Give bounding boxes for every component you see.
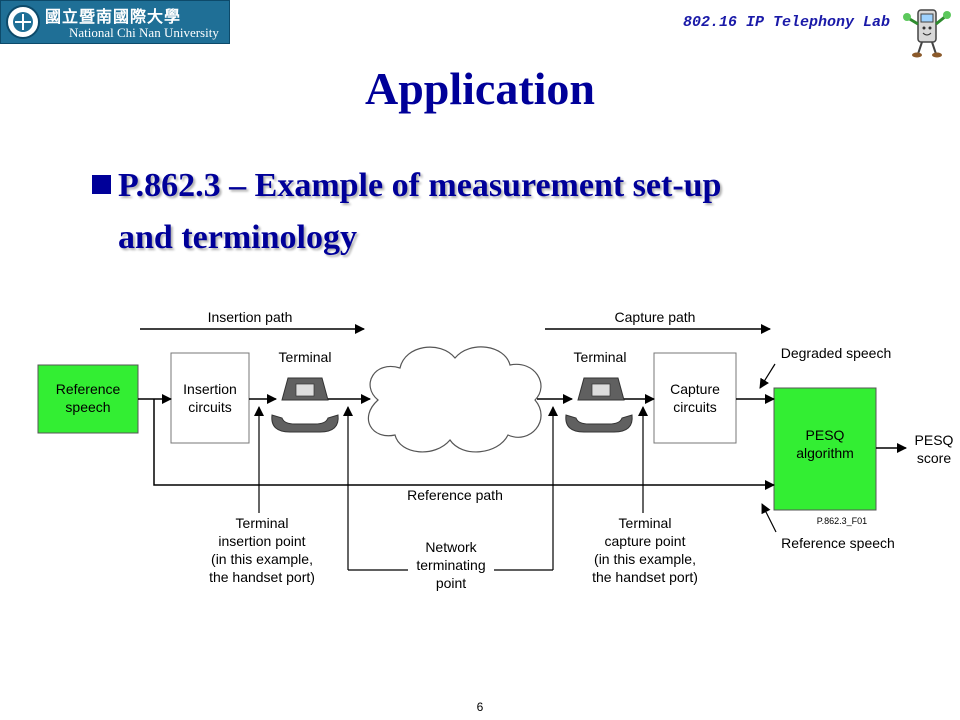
phone-mascot-icon [903,9,951,58]
insertion-circuits-label-2: circuits [188,399,232,415]
terminal-capture-point-label-4: the handset port) [592,569,698,585]
reference-path-label: Reference path [407,487,503,503]
terminal-insertion-point-label-2: insertion point [218,533,305,549]
bullet-square-icon [92,175,111,194]
telephone-left-icon [271,377,339,433]
reference-speech-box-label-1: Reference [56,381,121,397]
capture-circuits-box [653,352,737,444]
network-terminating-point-label-2: terminating [416,557,485,573]
pesq-score-label-2: score [917,450,951,466]
capture-circuits-label-2: circuits [673,399,717,415]
reference-path-line [153,399,775,490]
capture-path-label: Capture path [615,309,696,325]
logo-subtitle: National Chi Nan University [69,25,219,40]
university-logo: 國立暨南國際大學 National Chi Nan University [0,0,230,44]
pesq-algorithm-box [773,387,877,511]
page-number: 6 [476,700,484,714]
terminal-capture-point-label-3: (in this example, [594,551,696,567]
network-cloud-icon [367,346,542,453]
insertion-path-label: Insertion path [208,309,293,325]
terminal-left-label: Terminal [279,349,332,365]
reference-speech-box [37,364,139,434]
degraded-speech-label: Degraded speech [781,345,892,361]
terminal-capture-point-label-2: capture point [605,533,686,549]
reference-speech-label: Reference speech [781,535,895,551]
slide-title: Application [364,63,596,114]
lab-name: 802.16 IP Telephony Lab [682,14,890,31]
terminal-insertion-point-label-3: (in this example, [211,551,313,567]
figure-id-label: P.862.3_F01 [817,516,867,526]
telephone-right-icon [565,377,633,433]
terminal-insertion-point-label-1: Terminal [236,515,289,531]
bullet-text-line1: P.862.3 – Example of measurement set-up [118,167,722,204]
pesq-box-label-2: algorithm [796,445,854,461]
degraded-speech-pointer [759,363,776,389]
reference-speech-pointer [761,503,777,533]
terminal-capture-point-label-1: Terminal [619,515,672,531]
pesq-box-label-1: PESQ [806,427,845,443]
network-terminating-point-label-1: Network [425,539,477,555]
logo-title: 國立暨南國際大學 [45,7,182,26]
university-emblem-icon [6,5,40,39]
capture-circuits-label-1: Capture [670,381,720,397]
pesq-score-label-1: PESQ [915,432,954,448]
reference-speech-box-label-2: speech [65,399,110,415]
network-terminating-point-label-3: point [436,575,466,591]
terminal-insertion-point-label-4: the handset port) [209,569,315,585]
insertion-circuits-box [170,352,250,444]
terminal-right-label: Terminal [574,349,627,365]
bullet-text-line2: and terminology [118,219,357,256]
insertion-circuits-label-1: Insertion [183,381,237,397]
